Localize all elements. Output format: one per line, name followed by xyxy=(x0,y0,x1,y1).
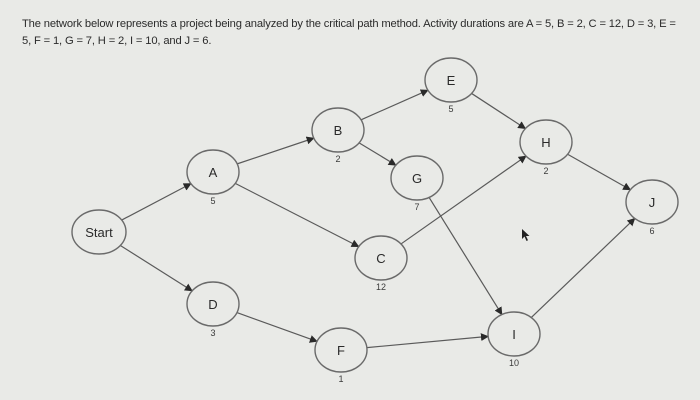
node-duration: 5 xyxy=(448,104,453,114)
node-start: Start xyxy=(71,209,127,255)
edge-b-to-e xyxy=(360,89,429,121)
edge-f-to-i xyxy=(366,333,489,349)
node-duration: 3 xyxy=(210,328,215,338)
node-label: G xyxy=(412,171,422,186)
cursor-icon xyxy=(522,229,530,241)
edge-b-to-g xyxy=(358,142,397,166)
node-circle xyxy=(424,57,478,103)
node-circle xyxy=(625,179,679,225)
node-label: A xyxy=(209,165,218,180)
node-b: B2 xyxy=(311,107,365,164)
question-text: The network below represents a project b… xyxy=(22,18,676,47)
node-h: H2 xyxy=(519,119,573,176)
node-label: E xyxy=(447,73,456,88)
node-circle xyxy=(519,119,573,165)
node-duration: 12 xyxy=(376,282,386,292)
node-e: E5 xyxy=(424,57,478,114)
edge-a-to-c xyxy=(234,182,360,248)
node-j: J6 xyxy=(625,179,679,236)
node-a: A5 xyxy=(186,149,240,206)
node-circle xyxy=(186,281,240,327)
node-circle xyxy=(390,155,444,201)
node-i: I 10 xyxy=(487,311,541,368)
edge-a-to-b xyxy=(236,136,315,165)
edges-layer xyxy=(120,89,636,349)
node-circle xyxy=(487,311,541,357)
node-label: I xyxy=(512,327,516,342)
node-label: Start xyxy=(85,225,113,240)
node-c: C 12 xyxy=(354,235,408,292)
edge-h-to-j xyxy=(567,153,632,191)
node-d: D3 xyxy=(186,281,240,338)
node-label: C xyxy=(376,251,385,266)
node-duration: 6 xyxy=(649,226,654,236)
node-duration: 2 xyxy=(543,166,548,176)
edge-c-to-h xyxy=(400,155,527,245)
node-duration: 1 xyxy=(338,374,343,384)
edge-g-to-i xyxy=(428,197,503,316)
node-circle xyxy=(314,327,368,373)
node-duration: 7 xyxy=(414,202,419,212)
node-duration: 2 xyxy=(335,154,340,164)
node-label: F xyxy=(337,343,345,358)
node-circle xyxy=(311,107,365,153)
node-circle xyxy=(186,149,240,195)
node-label: H xyxy=(541,135,550,150)
node-label: B xyxy=(334,123,343,138)
node-g: G7 xyxy=(390,155,444,212)
edge-e-to-h xyxy=(471,92,527,130)
node-label: J xyxy=(649,195,656,210)
node-duration: 5 xyxy=(210,196,215,206)
node-circle xyxy=(71,209,127,255)
edge-start-to-d xyxy=(120,244,193,292)
node-f: F1 xyxy=(314,327,368,384)
edge-start-to-a xyxy=(121,183,192,221)
node-circle xyxy=(354,235,408,281)
edge-d-to-f xyxy=(236,312,318,343)
edge-i-to-j xyxy=(530,217,636,318)
node-duration: 10 xyxy=(509,358,519,368)
node-label: D xyxy=(208,297,217,312)
